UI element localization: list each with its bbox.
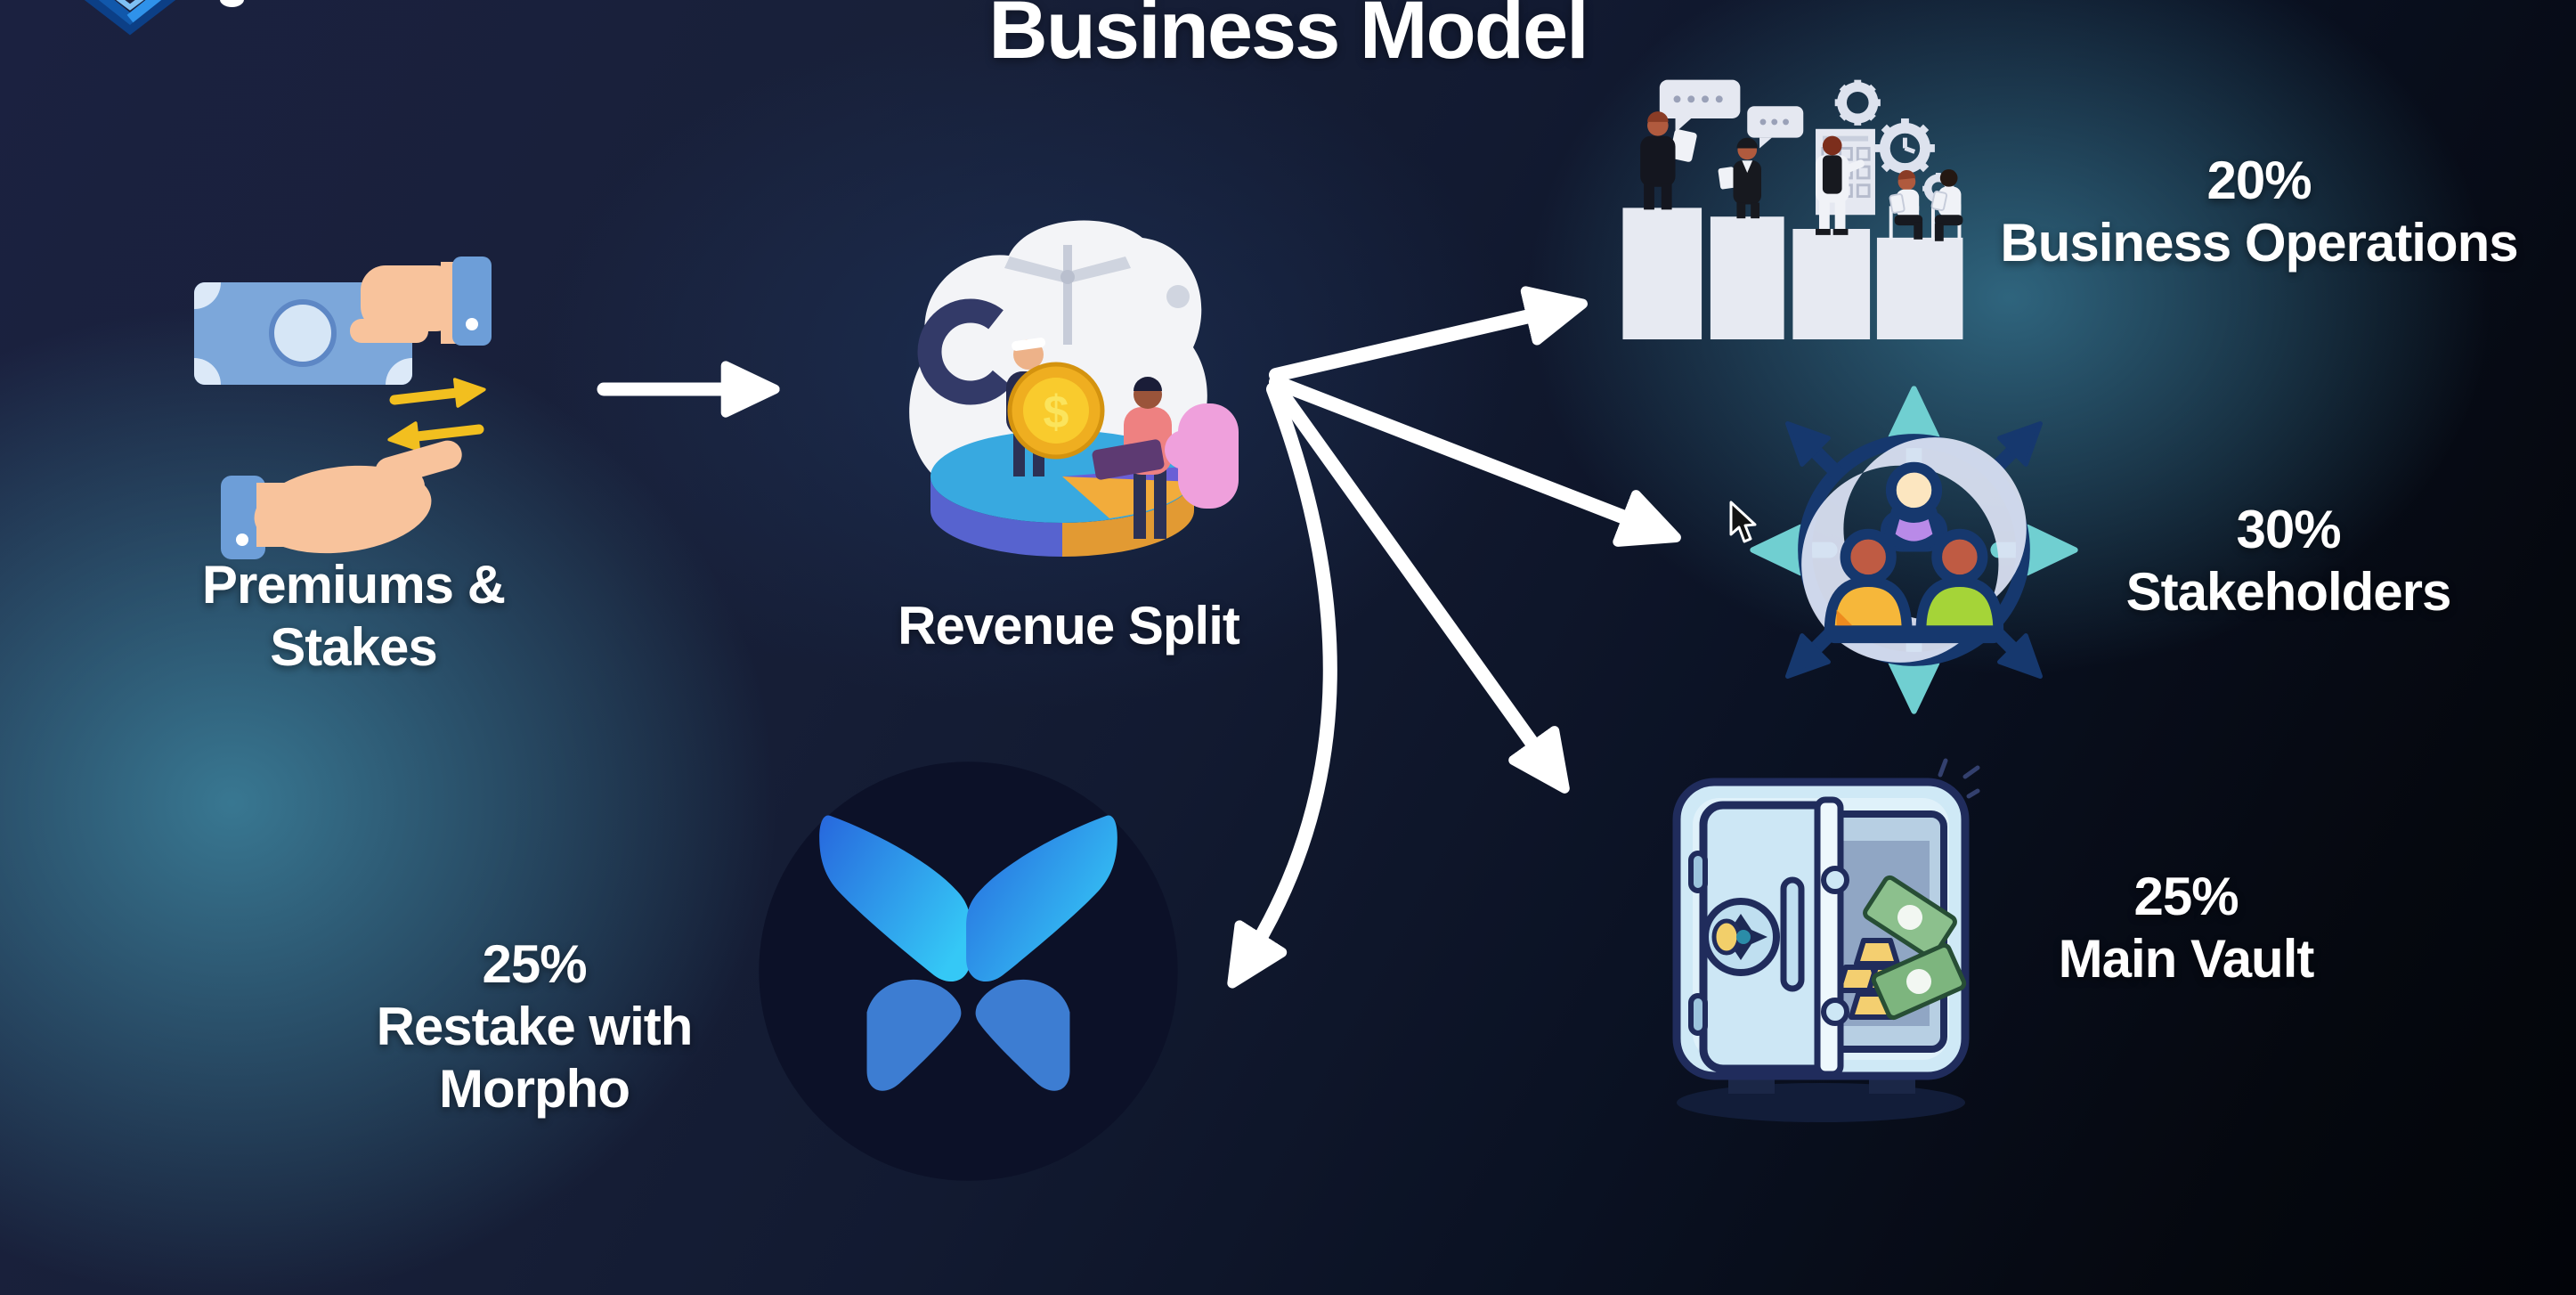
community-arrows-icon — [1750, 386, 2078, 714]
banknotes — [1863, 875, 1967, 1021]
business-operations-percent: 20% — [2206, 151, 2312, 210]
restake-percent: 25% — [482, 934, 587, 994]
restake-text-line2: Morpho — [439, 1059, 630, 1119]
exchange-arrows-icon — [387, 378, 486, 452]
figure-speaker — [1640, 111, 1697, 210]
premiums-stakes-label: Premiums & Stakes — [86, 554, 621, 679]
business-operations-text: Business Operations — [2000, 213, 2518, 273]
podium-columns — [1622, 208, 1963, 340]
morpho-butterfly — [819, 815, 1117, 1091]
vault-icon — [1672, 758, 1980, 1122]
cash-exchange-icon — [194, 257, 492, 559]
revenue-split-illustration: $ — [909, 220, 1239, 557]
business-operations-label: 20% Business Operations — [1947, 150, 2571, 274]
main-vault-percent: 25% — [2133, 867, 2239, 926]
sparkle-lines — [1938, 758, 1980, 799]
figures-seated — [1889, 169, 1963, 241]
page-title: Business Model — [988, 0, 1589, 76]
receiving-hand — [221, 440, 462, 559]
windmill-icon — [1004, 245, 1190, 345]
premiums-label-line1: Premiums & — [201, 555, 506, 615]
arrow-revenue-to-stakeholders — [1269, 375, 1681, 547]
arrow-revenue-to-morpho — [1227, 382, 1337, 989]
figure-assistant — [1718, 137, 1761, 219]
team-podium-icon — [1622, 79, 1963, 340]
main-vault-label: 25% Main Vault — [1919, 866, 2453, 990]
restake-morpho-label: 25% Restake with Morpho — [258, 933, 810, 1120]
premiums-label-line2: Stakes — [270, 617, 437, 677]
sofa-shape — [1165, 403, 1239, 509]
vault-door — [1688, 796, 1844, 1078]
partial-circle-logo — [220, 0, 244, 7]
stakeholders-percent: 30% — [2236, 500, 2341, 559]
svg-text:$: $ — [1044, 387, 1069, 438]
figure-presenter — [1816, 135, 1865, 235]
arrow-revenue-to-vault — [1272, 383, 1570, 794]
arrow-revenue-to-business-operations — [1269, 286, 1589, 382]
stakeholders-text: Stakeholders — [2125, 562, 2452, 622]
mouse-cursor-icon — [1729, 501, 1757, 543]
morpho-logo — [759, 762, 1178, 1181]
revenue-split-label: Revenue Split — [801, 595, 1336, 657]
revenue-split-label-text: Revenue Split — [898, 596, 1240, 656]
stakeholders-label: 30% Stakeholders — [2021, 499, 2556, 623]
main-vault-text: Main Vault — [2058, 929, 2315, 989]
person-with-laptop — [1092, 377, 1172, 539]
restake-text-line1: Restake with — [376, 997, 694, 1056]
person-with-coin: $ — [1006, 338, 1105, 476]
shield-logo — [84, 0, 176, 36]
people-group — [1824, 461, 2004, 644]
